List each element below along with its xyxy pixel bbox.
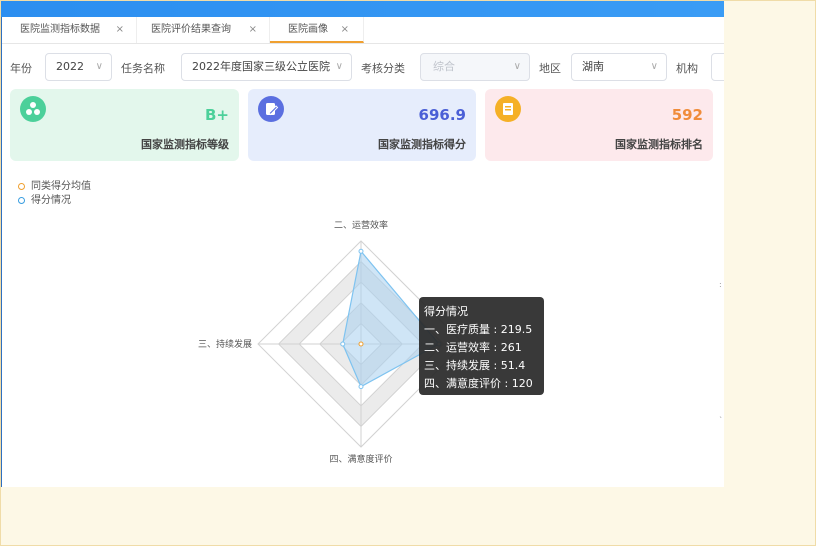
category-placeholder: 综合 <box>433 60 455 73</box>
radar-axis-label: 三、持续发展 <box>198 338 252 350</box>
document-icon <box>495 96 521 122</box>
rank-value: 592 <box>671 106 703 124</box>
region-label: 地区 <box>539 62 561 75</box>
region-select[interactable]: 湖南 ∨ <box>571 53 667 81</box>
region-value: 湖南 <box>582 60 604 73</box>
tab-hospital-portrait[interactable]: 医院画像 × <box>270 17 364 43</box>
top-header-bar <box>0 0 724 17</box>
tooltip-title: 得分情况 <box>424 305 468 318</box>
legend-marker <box>18 197 25 204</box>
chevron-down-icon: ∨ <box>513 61 521 72</box>
legend-marker <box>18 183 25 190</box>
radar-point-score <box>340 341 346 347</box>
org-label: 机构 <box>676 62 698 75</box>
sidebar-edge <box>0 0 2 487</box>
close-icon[interactable]: × <box>248 24 257 35</box>
grade-card: B+ 国家监测指标等级 <box>10 89 239 161</box>
radar-point-score <box>358 384 364 390</box>
radar-axis-label: 二、运营效率 <box>334 219 388 231</box>
tooltip-row: 三、持续发展 : 51.4 <box>424 359 526 372</box>
rank-card: 592 国家监测指标排名 <box>485 89 713 161</box>
tab-label: 医院评价结果查询 <box>151 24 231 35</box>
tab-evaluation-query[interactable]: 医院评价结果查询 × <box>137 17 270 43</box>
chart-legend: 同类得分均值 得分情况 <box>18 180 91 208</box>
edit-icon <box>258 96 284 122</box>
score-card: 696.9 国家监测指标得分 <box>248 89 476 161</box>
score-value: 696.9 <box>418 106 466 124</box>
grade-caption: 国家监测指标等级 <box>141 138 229 151</box>
legend-label: 同类得分均值 <box>31 181 91 192</box>
radar-axis-label: 四、满意度评价 <box>329 453 392 465</box>
org-select[interactable] <box>711 53 724 81</box>
radar-point-mean <box>358 341 364 347</box>
legend-label: 得分情况 <box>31 195 71 206</box>
group-icon <box>20 96 46 122</box>
chart-tooltip: 得分情况 一、医疗质量 : 219.5 二、运营效率 : 261 三、持续发展 … <box>419 297 544 395</box>
tab-label: 医院画像 <box>288 24 328 35</box>
rank-caption: 国家监测指标排名 <box>615 138 703 151</box>
category-label: 考核分类 <box>361 62 405 75</box>
task-value: 2022年度国家三级公立医院 <box>192 60 330 73</box>
year-select[interactable]: 2022 ∨ <box>45 53 112 81</box>
tab-label: 医院监测指标数据 <box>20 24 100 35</box>
app-window: 医院监测指标数据 × 医院评价结果查询 × 医院画像 × 年份 2022 ∨ 任… <box>0 0 724 487</box>
filter-bar: 年份 2022 ∨ 任务名称 2022年度国家三级公立医院 ∨ 考核分类 综合 … <box>0 52 724 82</box>
chevron-down-icon: ∨ <box>95 61 103 72</box>
score-caption: 国家监测指标得分 <box>378 138 466 151</box>
legend-item-mean[interactable]: 同类得分均值 <box>18 180 91 194</box>
tab-bar: 医院监测指标数据 × 医院评价结果查询 × 医院画像 × <box>2 17 724 44</box>
category-select[interactable]: 综合 ∨ <box>420 53 530 81</box>
close-icon[interactable]: × <box>340 24 349 35</box>
tooltip-row: 二、运营效率 : 261 <box>424 341 522 354</box>
close-icon[interactable]: × <box>115 24 124 35</box>
year-label: 年份 <box>10 62 32 75</box>
tab-monitoring-data[interactable]: 医院监测指标数据 × <box>6 17 137 43</box>
tooltip-row: 一、医疗质量 : 219.5 <box>424 323 533 336</box>
edge-mark: ` <box>719 416 723 425</box>
grade-value: B+ <box>204 106 229 124</box>
tooltip-row: 四、满意度评价 : 120 <box>424 377 533 390</box>
chevron-down-icon: ∨ <box>650 61 658 72</box>
year-value: 2022 <box>56 60 84 73</box>
chevron-down-icon: ∨ <box>332 54 343 80</box>
radar-point-score <box>358 248 364 254</box>
edge-mark: : <box>719 280 722 289</box>
task-label: 任务名称 <box>121 62 165 75</box>
task-select[interactable]: 2022年度国家三级公立医院 ∨ <box>181 53 352 81</box>
legend-item-score[interactable]: 得分情况 <box>18 194 91 208</box>
